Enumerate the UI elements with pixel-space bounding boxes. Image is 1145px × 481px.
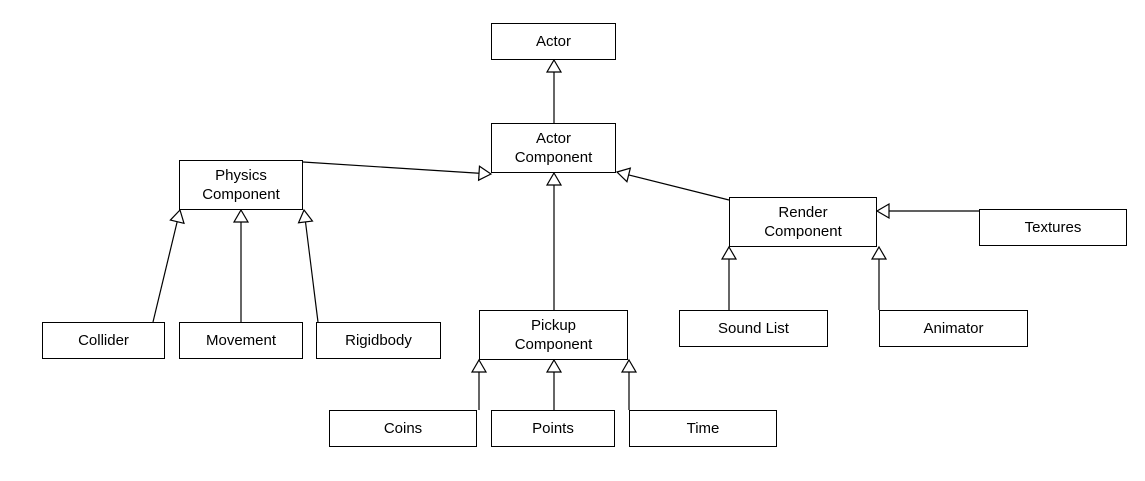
inheritance-arrowhead	[615, 167, 632, 183]
rigidbody-box: Rigidbody	[316, 322, 441, 359]
edge-points-to-pickup-component	[545, 358, 563, 410]
collider-box: Collider	[42, 322, 165, 359]
pickup-component-box: Pickup Component	[479, 310, 628, 360]
edge-line	[152, 221, 178, 323]
inheritance-arrowhead	[545, 358, 563, 373]
time-box: Time	[629, 410, 777, 447]
inheritance-arrowhead	[545, 171, 563, 186]
render-component-box: Render Component	[729, 197, 877, 247]
sound-list-label: Sound List	[718, 320, 789, 337]
inheritance-arrowhead	[545, 58, 563, 73]
edge-line	[302, 161, 480, 174]
time-label: Time	[686, 420, 720, 437]
inheritance-arrowhead	[875, 202, 890, 220]
edge-actor-component-to-actor	[545, 58, 563, 123]
inheritance-arrowhead	[477, 165, 493, 182]
edge-rigidbody-to-physics-component	[297, 208, 319, 323]
inheritance-arrowhead	[620, 358, 638, 373]
coins-box: Coins	[329, 410, 477, 447]
edge-time-to-pickup-component	[620, 358, 638, 410]
actor-label-line-1: Actor	[535, 33, 571, 50]
inheritance-arrowhead	[232, 208, 250, 223]
edge-physics-component-to-actor-component	[302, 161, 493, 182]
edge-line	[304, 221, 319, 323]
inheritance-arrowhead	[169, 208, 185, 225]
inheritance-arrowhead	[470, 358, 488, 373]
movement-box: Movement	[179, 322, 303, 359]
inheritance-arrowhead	[720, 245, 738, 260]
edge-line	[628, 174, 730, 201]
sound-list-box: Sound List	[679, 310, 828, 347]
edge-coins-to-pickup-component	[470, 358, 488, 410]
physics-component-box: Physics Component	[179, 160, 303, 210]
collider-label: Collider	[78, 332, 129, 349]
textures-label: Textures	[1024, 219, 1082, 236]
edge-textures-to-render-component	[875, 202, 979, 220]
coins-label: Coins	[383, 420, 423, 437]
actor-component-label-line-2: Component	[514, 149, 593, 166]
rigidbody-label: Rigidbody	[345, 332, 412, 349]
animator-box: Animator	[879, 310, 1028, 347]
actor-box: Actor	[491, 23, 616, 60]
render-component-label-line-2: Component	[764, 223, 842, 240]
edge-collider-to-physics-component	[152, 208, 185, 323]
render-component-label-line-1: Render	[778, 204, 828, 221]
actor-component-label-line-1: Actor	[535, 130, 571, 147]
animator-label: Animator	[923, 320, 984, 337]
inheritance-arrowhead	[297, 208, 314, 224]
points-box: Points	[491, 410, 615, 447]
textures-box: Textures	[979, 209, 1127, 246]
pickup-component-label-line-2: Component	[514, 336, 593, 353]
movement-label: Movement	[205, 332, 277, 349]
inheritance-arrowhead	[870, 245, 888, 260]
physics-component-label-line-1: Physics	[215, 167, 267, 184]
pickup-component-label-line-1: Pickup	[530, 317, 577, 334]
points-label: Points	[532, 420, 574, 437]
edge-render-component-to-actor-component	[615, 167, 730, 201]
edge-pickup-component-to-actor-component	[545, 171, 563, 310]
edge-animator-to-render-component	[870, 245, 888, 310]
actor-component-box: Actor Component	[491, 123, 616, 173]
edge-movement-to-physics-component	[232, 208, 250, 322]
physics-component-label-line-2: Component	[202, 186, 280, 203]
edge-sound-list-to-render-component	[720, 245, 738, 310]
